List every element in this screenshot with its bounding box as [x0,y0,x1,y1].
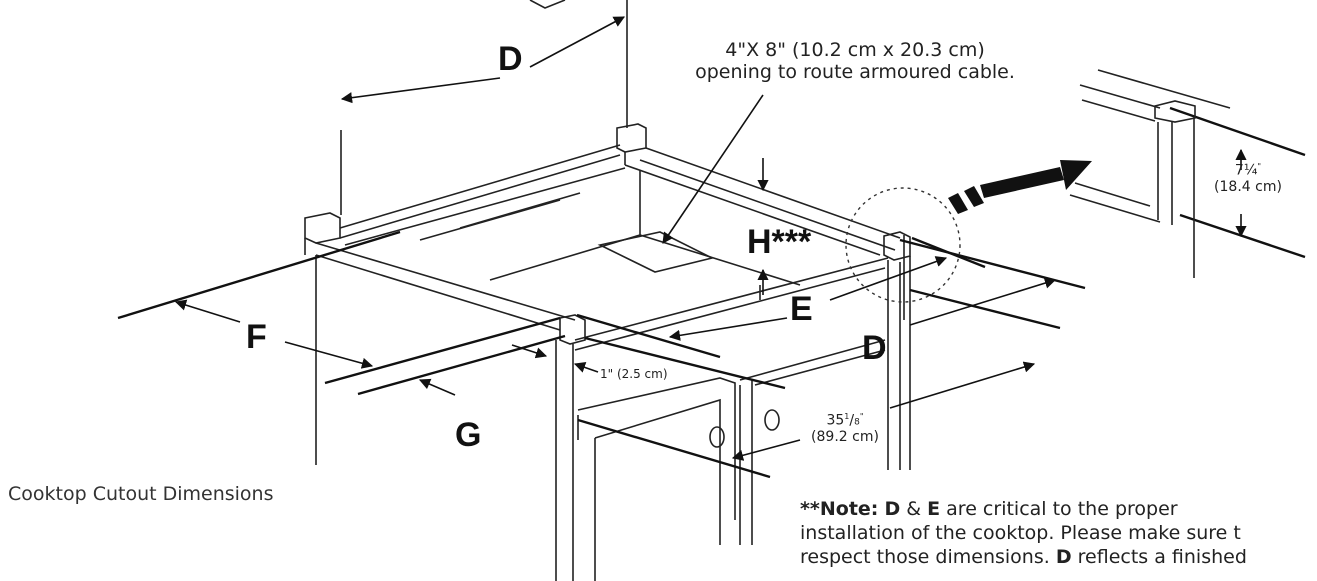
width-frac-den: 8 [854,417,860,428]
label-f: F [246,318,267,356]
opening-note: 4"X 8" (10.2 cm x 20.3 cm) opening to ro… [650,39,1060,84]
note-d: D [884,498,901,520]
note-line3-rest: reflects a finished [1071,545,1247,568]
width-whole: 35 [826,412,845,429]
note-prefix: **Note: [800,498,879,520]
note-line1-rest: are critical to the proper [940,498,1178,520]
width-metric: (89.2 cm) [811,428,879,445]
note-e: E [927,498,941,520]
width-frac-num: 1 [844,412,850,421]
label-h: H*** [747,223,812,261]
depth-detail-dimension: 7¼" (18.4 cm) [1208,162,1288,195]
label-d-right: D [862,329,887,367]
width-inch: " [859,412,864,421]
detail-inset [1069,69,1231,278]
dimension-lines [117,106,1306,479]
front-offset-dimension: 1" (2.5 cm) [600,367,668,381]
note-line3-d: D [1055,545,1072,568]
width-dimension: 351/8" (89.2 cm) [805,412,885,445]
label-d-top: D [498,40,523,78]
cabinet-outline [304,0,911,581]
detail-circle [845,187,961,303]
note-amp: & [900,498,928,520]
critical-note: **Note: D & E are critical to the proper… [800,498,1247,569]
detail-pointer-arrow [948,160,1092,214]
diagram-caption: Cooktop Cutout Dimensions [8,483,274,505]
depth-metric: (18.4 cm) [1214,178,1282,195]
depth-inch: " [1257,162,1262,171]
note-line2: installation of the cooktop. Please make… [800,521,1241,544]
note-line3-pre: respect those dimensions. [800,545,1056,568]
opening-note-line1: 4"X 8" (10.2 cm x 20.3 cm) [725,39,985,61]
dimension-arrows [174,16,1247,461]
label-g: G [455,416,482,454]
label-e: E [790,290,813,328]
opening-note-line2: opening to route armoured cable. [695,60,1015,83]
depth-whole: 7¼ [1234,162,1258,179]
